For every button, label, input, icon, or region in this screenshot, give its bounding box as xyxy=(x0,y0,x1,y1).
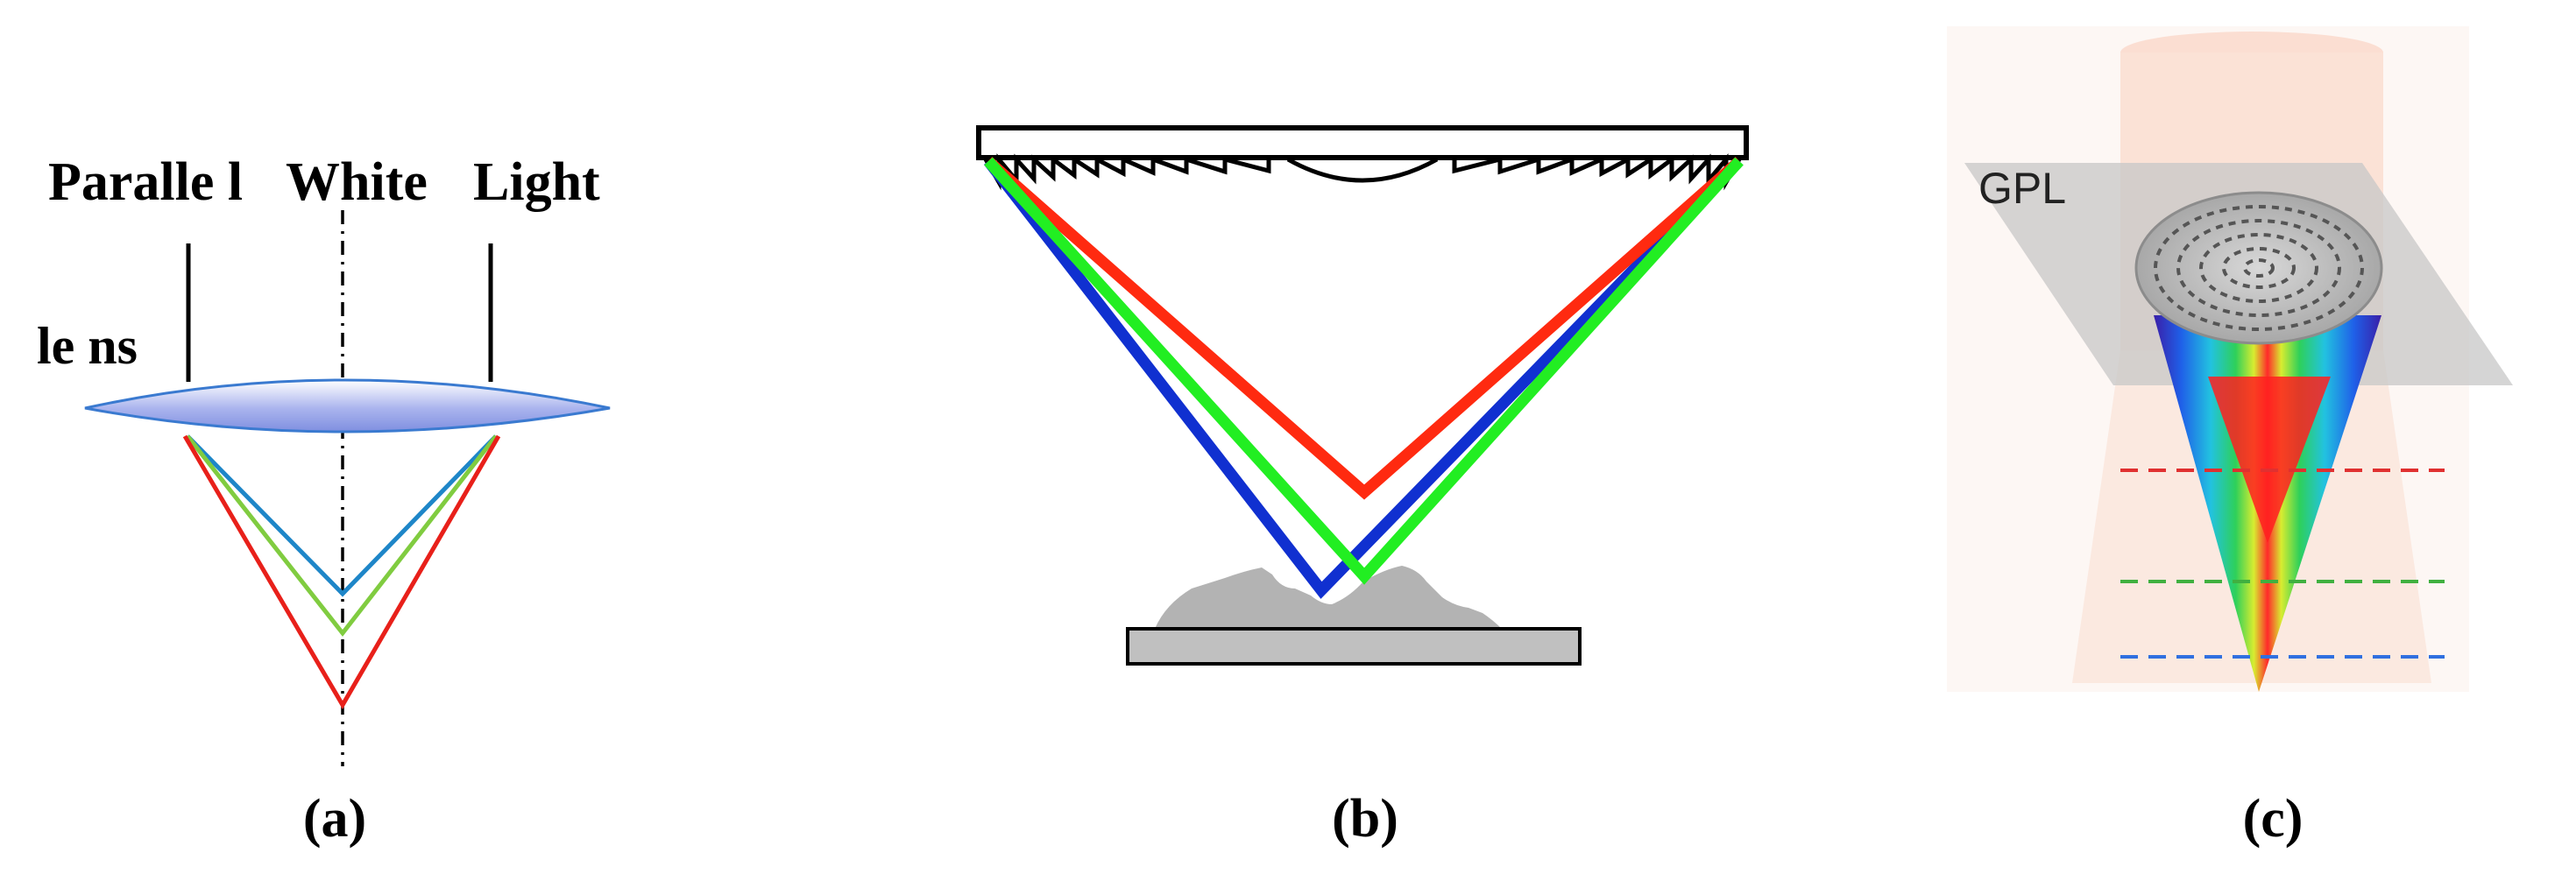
gpl-label: GPL xyxy=(1978,164,2066,213)
beam-blue xyxy=(983,157,1744,599)
sample xyxy=(1155,566,1502,629)
caption-c: (c) xyxy=(2243,789,2304,849)
lens xyxy=(84,378,611,433)
metalens-substrate xyxy=(976,125,1749,160)
gpl-disc xyxy=(2134,191,2383,345)
beam-red xyxy=(984,157,1744,500)
lens-label: le ns xyxy=(37,317,138,375)
caption-b: (b) xyxy=(1332,789,1398,849)
focus-ray-blue xyxy=(186,434,498,597)
focus-ray-green xyxy=(186,434,498,638)
heading-word-light: Light xyxy=(473,152,600,212)
disc-pattern xyxy=(2154,205,2364,331)
rainbow-core xyxy=(2208,377,2331,543)
metalens-grating xyxy=(983,153,1742,191)
focus-ray-red xyxy=(182,434,501,709)
heading-word-white: White xyxy=(286,152,428,212)
heading-word-parallel: Paralle l xyxy=(48,152,243,212)
panel-a: Paralle l White Light le ns (a) xyxy=(37,152,611,849)
sample-stage xyxy=(1126,627,1582,666)
caption-a: (a) xyxy=(303,789,366,849)
panel-b: (b) xyxy=(976,125,1749,849)
beam-green xyxy=(984,157,1744,585)
panel-c: GPL (c) xyxy=(1947,26,2513,849)
